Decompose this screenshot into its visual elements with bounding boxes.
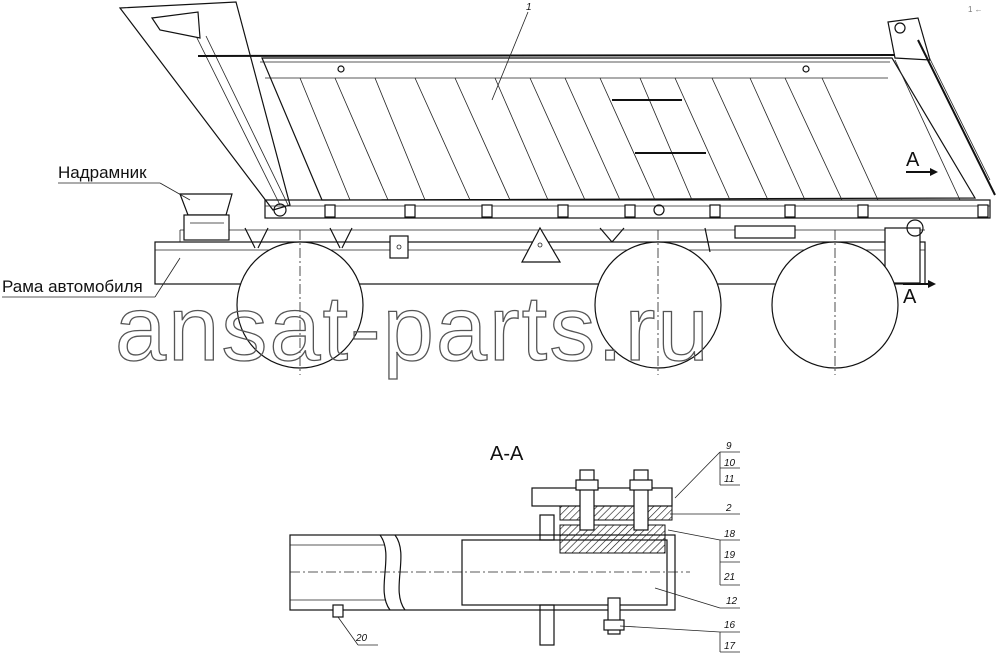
svg-text:9: 9 [726, 441, 732, 452]
body-panel-seams [299, 77, 879, 201]
svg-text:16: 16 [724, 620, 736, 631]
rail-brackets [324, 204, 989, 218]
svg-text:Рама автомобиля: Рама автомобиля [2, 277, 143, 296]
svg-text:10: 10 [724, 458, 736, 469]
watermark: ansat-parts.ru [115, 278, 711, 380]
label-vehicle-frame: Рама автомобиля [2, 257, 181, 298]
svg-text:2: 2 [725, 503, 732, 514]
section-marker-bottom: A [903, 280, 936, 308]
vehicle-frame [154, 193, 926, 285]
svg-text:20: 20 [355, 633, 368, 644]
dump-body [118, 1, 996, 219]
label-subframe: Надрамник [58, 163, 191, 201]
svg-text:Надрамник: Надрамник [58, 163, 147, 182]
svg-text:11: 11 [724, 474, 734, 485]
svg-text:A: A [906, 149, 920, 171]
svg-text:12: 12 [726, 596, 738, 607]
corner-mark: 1 ← [968, 5, 983, 14]
callout-table: 9 10 11 2 18 19 21 12 16 17 20 [337, 441, 740, 653]
svg-text:A: A [903, 286, 917, 308]
svg-text:1: 1 [526, 2, 532, 13]
section-view: A-A [289, 443, 690, 646]
svg-text:21: 21 [723, 572, 735, 583]
wheels [236, 230, 899, 375]
svg-text:17: 17 [724, 641, 736, 652]
svg-text:19: 19 [724, 550, 736, 561]
section-marker-top: A [906, 149, 938, 176]
svg-text:A-A: A-A [490, 443, 524, 465]
svg-text:18: 18 [724, 529, 736, 540]
callout-1: 1 [491, 2, 532, 101]
